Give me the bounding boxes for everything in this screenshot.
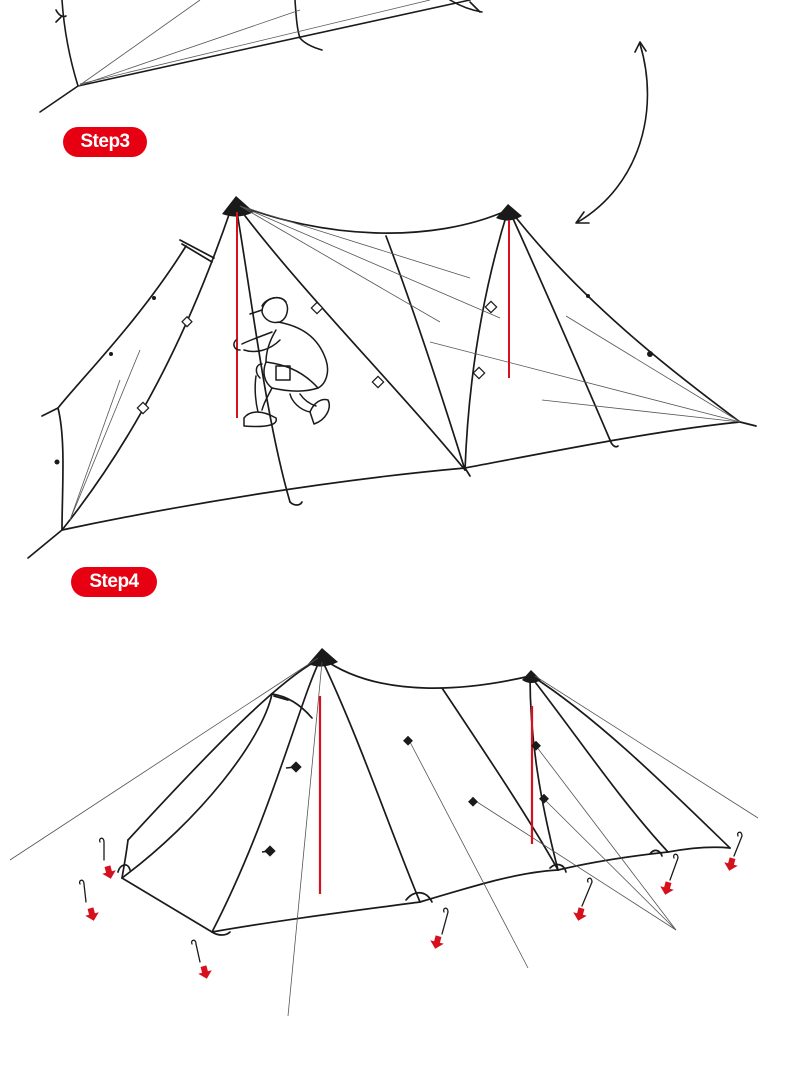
previous-step-guylines	[77, 0, 431, 87]
step4-tieout-points	[264, 735, 549, 857]
step3-tieout-points	[136, 300, 498, 415]
step3-poles	[236, 212, 510, 418]
step4-tieout-ticks	[261, 766, 297, 853]
step3-tent-outline	[27, 203, 757, 559]
step4-guylines	[9, 657, 759, 1017]
previous-step-tarp	[39, 0, 483, 113]
step4-tent-outline	[117, 657, 731, 936]
step4-peak-caps	[308, 648, 541, 683]
step4-badge: Step4	[71, 567, 157, 597]
step3-guylines	[69, 205, 741, 521]
down-arrow-icon	[85, 857, 738, 979]
step4-poles	[318, 696, 534, 894]
step3-peak-caps	[222, 196, 522, 221]
tent-peg-icon	[78, 831, 743, 963]
step3-small-markers	[54, 294, 653, 465]
curved-arrow-icon	[575, 41, 649, 224]
step3-badge: Step3	[63, 127, 147, 157]
person-figure	[233, 296, 330, 428]
